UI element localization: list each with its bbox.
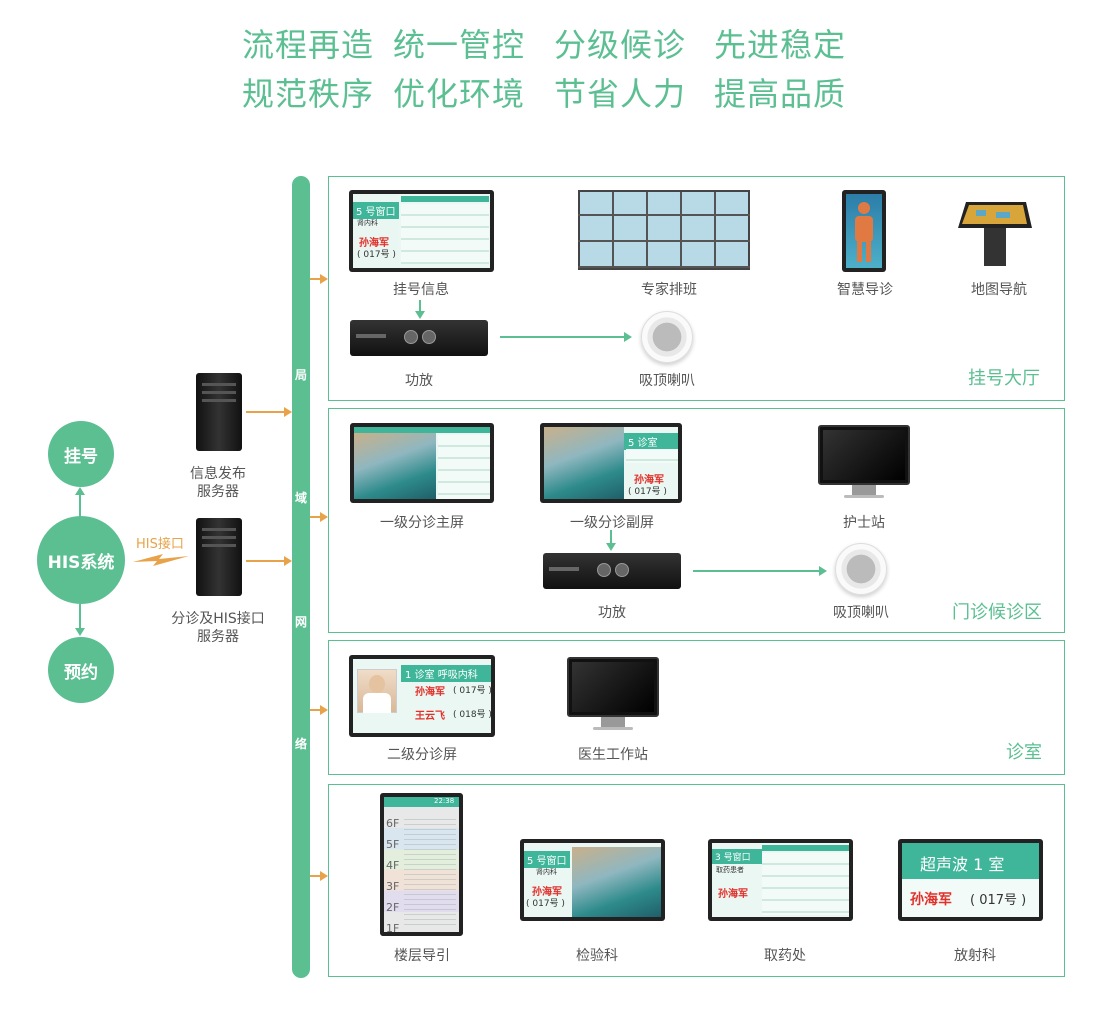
primary-triage-main-screen — [350, 423, 494, 503]
floor-label: 2F — [386, 901, 400, 914]
arrow-down-icon — [606, 543, 616, 551]
amplifier-waiting-caption: 功放 — [598, 605, 626, 621]
arrow-right-icon — [284, 407, 292, 417]
radiology-caption: 放射科 — [954, 948, 996, 964]
lan-link-clinic — [310, 709, 322, 711]
triage-server-icon — [196, 518, 242, 596]
radiology-screen: 超声波 1 室 孙海军 ( 017号 ) — [898, 839, 1043, 921]
amplifier-waiting-icon — [543, 553, 681, 589]
pharmacy-screen: 3 号窗口 取药患者 孙海军 — [708, 839, 853, 921]
his-system-node: HIS系统 — [37, 516, 125, 604]
floor-label: 5F — [386, 838, 400, 851]
secondary-triage-screen: 1 诊室 呼吸内科 孙海军 ( 017号 ) 王云飞 ( 018号 ) — [349, 655, 495, 737]
zone-waiting-label: 门诊候诊区 — [952, 602, 1042, 623]
arrow-right-icon — [320, 871, 328, 881]
amplifier-hall-icon — [350, 320, 488, 356]
his-to-appointment-line — [79, 604, 81, 628]
secondary-triage-caption: 二级分诊屏 — [387, 747, 457, 763]
zone-clinic-label: 诊室 — [1006, 742, 1042, 763]
his-to-registration-line — [79, 494, 81, 518]
arrow-right-icon — [819, 566, 827, 576]
slogan-6: 优化环境 — [393, 75, 526, 113]
smart-guide-caption: 智慧导诊 — [837, 282, 893, 298]
map-navigation-caption: 地图导航 — [971, 282, 1027, 298]
nurse-station-monitor — [818, 425, 910, 485]
ceiling-speaker-hall-icon — [641, 311, 693, 363]
arrow-right-icon — [624, 332, 632, 342]
appointment-node: 预约 — [48, 637, 114, 703]
ceiling-speaker-waiting-icon — [835, 543, 887, 595]
slogan-1: 流程再造 — [242, 26, 375, 64]
floor-label: 6F — [386, 817, 400, 830]
nurse-station-caption: 护士站 — [843, 515, 885, 531]
triage-server-caption: 分诊及HIS接口服务器 — [171, 611, 265, 645]
backbone-char-1: 局 — [294, 368, 307, 382]
backbone-char-4: 络 — [294, 737, 307, 751]
lightning-icon — [133, 554, 189, 566]
doctor-station-monitor — [567, 657, 659, 717]
slogan-5: 规范秩序 — [242, 75, 375, 113]
arrow-right-icon — [320, 705, 328, 715]
primary-triage-sub-screen: 5 诊室 孙海军 ( 017号 ) — [540, 423, 682, 503]
expert-schedule-caption: 专家排班 — [641, 282, 697, 298]
slogan-4: 先进稳定 — [714, 26, 847, 64]
floor-guide-screen: 22:38 6F 5F 4F 3F 2F 1F — [380, 793, 463, 936]
arrow-up-icon — [75, 487, 85, 495]
server-link-1 — [246, 411, 286, 413]
registration-node: 挂号 — [48, 421, 114, 487]
arrow-right-icon — [284, 556, 292, 566]
ceiling-speaker-hall-caption: 吸顶喇叭 — [639, 373, 695, 389]
floor-label: 4F — [386, 859, 400, 872]
smart-guide-kiosk — [842, 190, 886, 272]
arrow-down-icon — [75, 628, 85, 636]
reg-to-amp-line — [419, 300, 421, 312]
his-interface-label: HIS接口 — [136, 537, 184, 552]
slogan-3: 分级候诊 — [554, 26, 687, 64]
primary-triage-main-caption: 一级分诊主屏 — [380, 515, 464, 531]
slogan-8: 提高品质 — [714, 75, 847, 113]
floor-guide-caption: 楼层导引 — [394, 948, 450, 964]
registration-info-caption: 挂号信息 — [393, 282, 449, 298]
info-server-caption: 信息发布服务器 — [190, 466, 246, 500]
arrow-right-icon — [320, 512, 328, 522]
pharmacy-caption: 取药处 — [764, 948, 806, 964]
lan-backbone — [292, 176, 310, 978]
doctor-station-caption: 医生工作站 — [578, 747, 648, 763]
amp-to-speaker-line-2 — [693, 570, 821, 572]
lab-screen: 5 号窗口 肾内科 孙海军 ( 017号 ) — [520, 839, 665, 921]
backbone-char-2: 域 — [294, 491, 307, 505]
lan-link-waiting — [310, 516, 322, 518]
server-link-2 — [246, 560, 286, 562]
registration-info-screen: 5 号窗口 肾内科 孙海军 ( 017号 ) — [349, 190, 494, 272]
amplifier-hall-caption: 功放 — [405, 373, 433, 389]
slogan-2: 统一管控 — [393, 26, 526, 64]
slogan-7: 节省人力 — [554, 75, 687, 113]
map-navigation-table — [958, 202, 1032, 266]
primary-triage-sub-caption: 一级分诊副屏 — [570, 515, 654, 531]
lab-caption: 检验科 — [576, 948, 618, 964]
arrow-right-icon — [320, 274, 328, 284]
info-server-icon — [196, 373, 242, 451]
ceiling-speaker-waiting-caption: 吸顶喇叭 — [833, 605, 889, 621]
floor-label: 3F — [386, 880, 400, 893]
zone-hall-label: 挂号大厅 — [968, 368, 1040, 389]
backbone-char-3: 网 — [294, 615, 307, 629]
amp-to-speaker-line — [500, 336, 626, 338]
lan-link-depts — [310, 875, 322, 877]
arrow-down-icon — [415, 311, 425, 319]
sub-to-amp-line — [610, 530, 612, 544]
lan-link-hall — [310, 278, 322, 280]
floor-label: 1F — [386, 922, 400, 932]
